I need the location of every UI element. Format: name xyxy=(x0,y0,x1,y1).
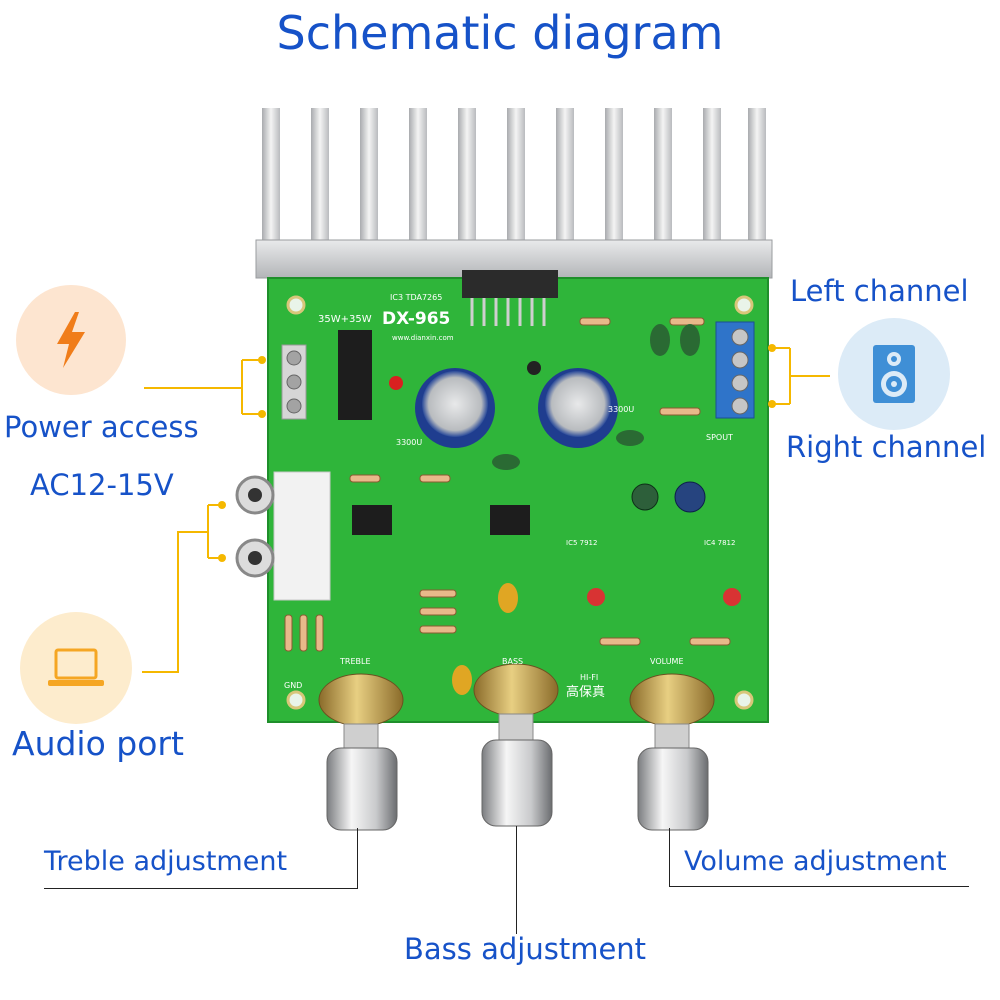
right-channel-label: Right channel xyxy=(786,430,987,464)
lightning-bolt-icon xyxy=(57,312,85,368)
bass-knob xyxy=(473,663,559,827)
ic4-label: IC4 7812 xyxy=(704,539,735,547)
hifi-label: HI-FI xyxy=(580,673,598,682)
treble-underline xyxy=(44,888,358,889)
treble-silk-label: TREBLE xyxy=(339,657,371,666)
volume-pointer-line xyxy=(669,828,670,886)
left-channel-label: Left channel xyxy=(790,274,969,308)
power-icon-badge xyxy=(16,285,126,395)
audio-port-label: Audio port xyxy=(12,724,184,763)
speaker-out-label: SPOUT xyxy=(706,433,733,442)
bass-silk-label: BASS xyxy=(502,657,523,666)
treble-knob xyxy=(318,673,404,831)
treble-adjustment-label: Treble adjustment xyxy=(44,846,288,877)
gnd-label: GND xyxy=(284,681,302,690)
ic5-label: IC5 7912 xyxy=(566,539,597,547)
audio-icon-badge xyxy=(20,612,132,724)
board-website: www.dianxin.com xyxy=(392,334,454,342)
hifi-cn-label: 高保真 xyxy=(566,684,605,700)
page-title: Schematic diagram xyxy=(276,6,724,60)
laptop-icon xyxy=(48,648,104,686)
board-power-rating: 35W+35W xyxy=(318,314,372,325)
cap-right-label: 3300U xyxy=(608,405,634,414)
treble-pointer-line xyxy=(357,828,358,888)
volume-knob xyxy=(629,673,715,831)
volume-underline xyxy=(669,886,969,887)
speaker-icon xyxy=(873,345,915,403)
board-chip: IC3 TDA7265 xyxy=(390,293,442,302)
cap-left-label: 3300U xyxy=(396,438,422,447)
bass-adjustment-label: Bass adjustment xyxy=(404,932,647,966)
speaker-icon-badge xyxy=(838,318,950,430)
volume-adjustment-label: Volume adjustment xyxy=(684,846,947,877)
power-access-label: Power access xyxy=(4,410,199,444)
power-voltage-label: AC12-15V xyxy=(30,468,174,502)
board-model: DX-965 xyxy=(382,309,450,329)
volume-silk-label: VOLUME xyxy=(650,657,684,666)
bass-pointer-line xyxy=(516,826,517,934)
